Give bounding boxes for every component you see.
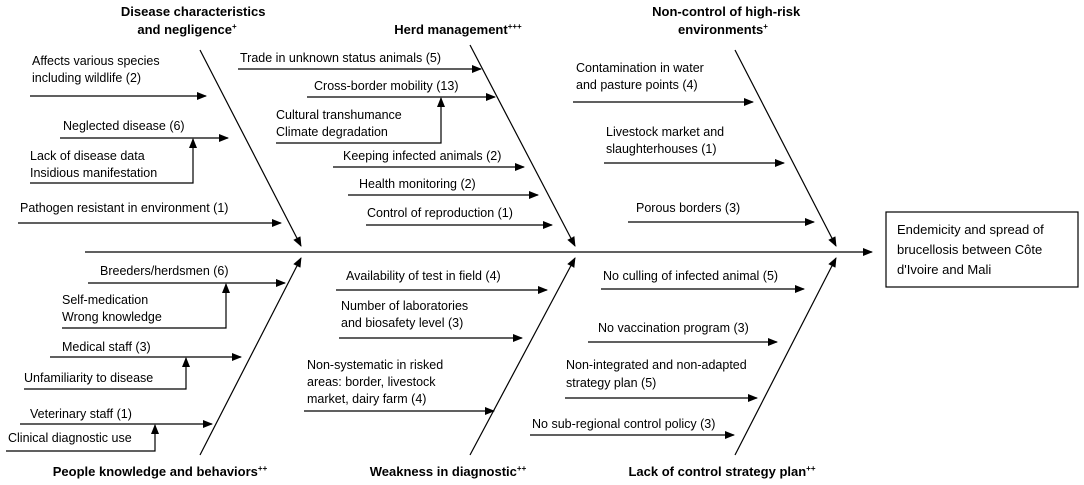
cause-affects-species: Affects various species including wildli… <box>32 54 163 85</box>
category-title-strategy: Lack of control strategy plan++ <box>628 464 815 479</box>
cause-health-monitoring: Health monitoring (2) <box>359 177 476 191</box>
bone-diagnostic <box>469 257 576 456</box>
cause-cross-border: Cross-border mobility (13) <box>314 79 458 93</box>
bone-herd <box>469 44 576 247</box>
cause-pathogen-resistant: Pathogen resistant in environment (1) <box>20 201 228 215</box>
cause-non-integrated: Non-integrated and non-adapted strategy … <box>566 358 750 390</box>
cause-no-vaccination: No vaccination program (3) <box>598 321 749 335</box>
cause-breeders: Breeders/herdsmen (6) <box>100 264 229 278</box>
bone-people <box>199 257 302 456</box>
cause-trade-unknown: Trade in unknown status animals (5) <box>240 51 441 65</box>
subcause-transhumance: Cultural transhumance Climate degradatio… <box>276 108 405 139</box>
subcause-arrow-clinical-diagnostic <box>6 424 159 452</box>
effect-text: Endemicity and spread of brucellosis bet… <box>897 222 1047 277</box>
category-title-disease: Disease characteristics and negligence+ <box>121 4 269 37</box>
category-title-diagnostic: Weakness in diagnostic++ <box>370 464 527 479</box>
cause-non-systematic: Non-systematic in risked areas: border, … <box>307 358 447 406</box>
category-title-herd: Herd management+++ <box>394 22 522 37</box>
bone-disease <box>199 49 302 247</box>
cause-control-reproduction: Control of reproduction (1) <box>367 206 513 220</box>
cause-contamination-water: Contamination in water and pasture point… <box>576 61 707 92</box>
subcause-disease-data: Lack of disease data Insidious manifesta… <box>30 149 157 180</box>
bone-environment <box>734 49 837 247</box>
cause-number-laboratories: Number of laboratories and biosafety lev… <box>341 299 472 330</box>
subcause-self-medication: Self-medication Wrong knowledge <box>62 293 162 324</box>
subcause-clinical-diagnostic: Clinical diagnostic use <box>8 431 132 445</box>
cause-neglected-disease: Neglected disease (6) <box>63 119 185 133</box>
effect-box <box>885 211 1079 288</box>
cause-test-availability: Availability of test in field (4) <box>346 269 501 283</box>
subcause-arrow-unfamiliarity <box>24 357 190 390</box>
category-title-environment: Non-control of high-risk environments+ <box>652 4 804 37</box>
subcause-arrow-disease-data <box>30 138 197 184</box>
subcause-unfamiliarity: Unfamiliarity to disease <box>24 371 153 385</box>
bone-strategy <box>734 257 837 456</box>
cause-no-sub-regional: No sub-regional control policy (3) <box>532 417 715 431</box>
subcause-arrow-transhumance <box>276 97 445 144</box>
cause-porous-borders: Porous borders (3) <box>636 201 740 215</box>
subcause-arrow-self-medication <box>62 283 230 329</box>
cause-livestock-market: Livestock market and slaughterhouses (1) <box>606 125 728 156</box>
category-title-people: People knowledge and behaviors++ <box>53 464 268 479</box>
cause-keeping-infected: Keeping infected animals (2) <box>343 149 501 163</box>
cause-medical-staff: Medical staff (3) <box>62 340 151 354</box>
cause-veterinary-staff: Veterinary staff (1) <box>30 407 132 421</box>
cause-no-culling: No culling of infected animal (5) <box>603 269 778 283</box>
